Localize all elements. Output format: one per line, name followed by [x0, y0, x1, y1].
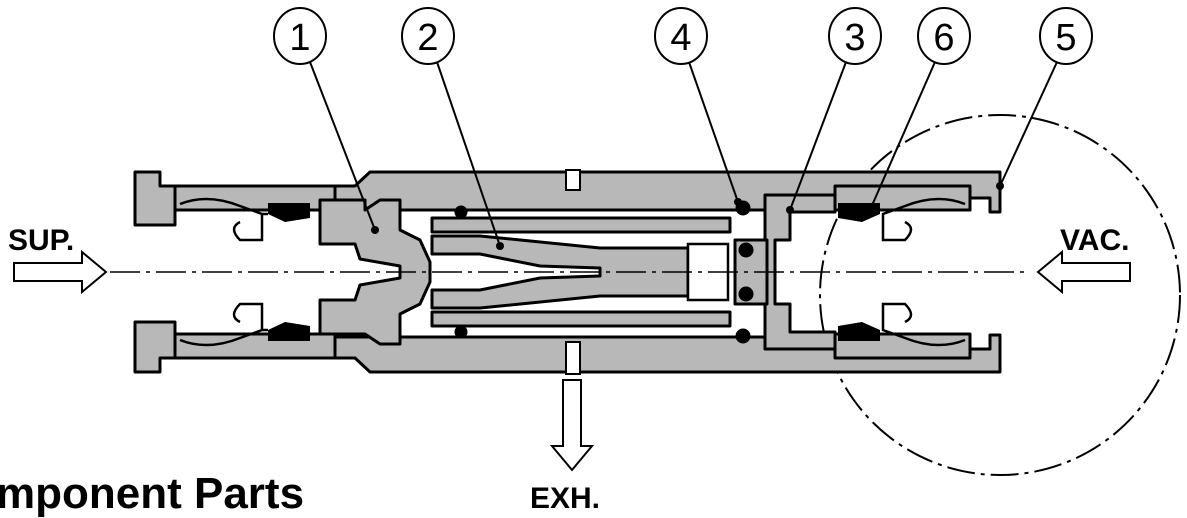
part-number: 1	[289, 17, 310, 59]
leader-line	[436, 61, 501, 247]
o-rings	[454, 200, 877, 344]
callout-balloon	[917, 7, 971, 65]
supply-arrow-icon	[13, 249, 108, 295]
leader-line	[789, 61, 847, 211]
left-collet-bottom	[179, 302, 264, 347]
callout-balloon	[828, 7, 882, 65]
o-ring	[738, 286, 754, 302]
detail-circle	[819, 114, 1181, 476]
part-number: 5	[1055, 17, 1076, 59]
left-cap	[173, 184, 337, 212]
vacuum-arrow-icon	[1036, 249, 1131, 295]
leader-line	[999, 61, 1058, 187]
leader-dot	[371, 226, 379, 234]
callout-balloon	[273, 7, 327, 65]
exhaust-gap-bottom	[565, 341, 581, 375]
leader-dot	[496, 242, 504, 250]
o-ring	[454, 325, 468, 339]
left-sleeve	[262, 212, 268, 332]
left-seal-top	[268, 203, 310, 222]
part-number: 4	[670, 17, 691, 59]
callout-balloon	[654, 7, 708, 65]
o-ring	[735, 328, 751, 344]
exhaust-port-label: EXH.	[530, 482, 600, 514]
left-seal-bottom	[268, 322, 310, 341]
right-collet-top	[881, 197, 966, 242]
callout-balloon	[401, 7, 455, 65]
section-heading: mponent Parts	[0, 469, 305, 518]
exhaust-gap-top	[565, 169, 581, 191]
leader-dot	[734, 198, 742, 206]
supply-port-label: SUP.	[8, 224, 74, 257]
diffuser-tube-lower	[430, 310, 732, 328]
leader-dot	[866, 206, 874, 214]
part-number: 2	[417, 17, 438, 59]
part-callouts	[273, 7, 1093, 247]
right-collet-bottom	[881, 302, 966, 347]
callout-tips	[371, 182, 1004, 250]
leader-line	[688, 61, 739, 203]
part-number: 3	[844, 17, 865, 59]
collets	[179, 197, 966, 347]
leader-line	[309, 61, 376, 231]
o-ring	[738, 242, 754, 258]
diffuser-tube	[430, 216, 732, 234]
callout-balloon	[1039, 7, 1093, 65]
leader-dot	[996, 182, 1004, 190]
part-number: 6	[933, 17, 954, 59]
housing	[133, 170, 1002, 374]
o-ring	[454, 205, 468, 219]
vacuum-port-label: VAC.	[1060, 224, 1129, 257]
diffuser-core	[430, 234, 690, 310]
nozzle-block	[318, 198, 432, 346]
leader-dot	[786, 206, 794, 214]
leader-line	[869, 61, 936, 211]
o-ring	[863, 327, 877, 341]
exhaust-arrow-icon	[549, 379, 595, 472]
left-collet-top	[179, 197, 264, 242]
left-cap-lower	[173, 332, 337, 360]
